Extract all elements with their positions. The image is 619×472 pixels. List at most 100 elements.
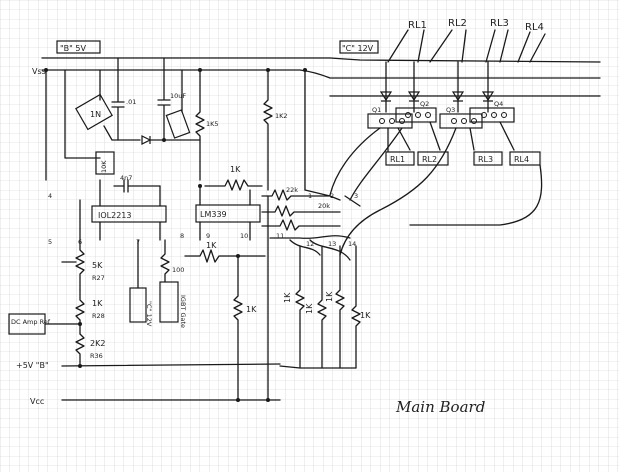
transistor-box-2 — [395, 107, 437, 123]
resistor-1k-bottom — [233, 255, 243, 401]
output-wire-3 — [339, 127, 457, 256]
ic-pin-5: 5 — [48, 238, 52, 246]
relay-header-label-1: RL1 — [390, 155, 405, 164]
resistor-100-label: 100 — [172, 266, 184, 274]
flyback-diodes — [379, 61, 495, 113]
pot-10k-box — [95, 151, 115, 175]
resistor-r36-value: 2K2 — [90, 339, 105, 348]
junction-dots — [44, 68, 307, 326]
ic-lm339-label: LM339 — [200, 210, 227, 219]
ic-pin-3: 3 — [354, 192, 358, 200]
rail-12v-label: "C" 12V — [342, 44, 374, 53]
ic-section: 10K 4n7 IOL2213 4 5 6 7 LM339 8 9 10 11 … — [8, 151, 371, 401]
box-12v-label: "C" 12V — [145, 301, 153, 327]
rail-vss — [41, 69, 601, 79]
relay-header-box-2 — [417, 151, 449, 166]
resistor-1k-c-label: 1K — [325, 291, 334, 302]
r28-label: R28 — [92, 312, 105, 320]
resistor-1k-c — [335, 245, 345, 369]
relay-header-label-4: RL4 — [514, 155, 529, 164]
cap-10uf-label: 10uF — [170, 92, 186, 100]
transistor-headers: Q1 Q2 Q3 Q4 — [367, 100, 515, 129]
rail-5v-bottom — [61, 363, 281, 367]
relay-coil-label-2: RL2 — [448, 18, 467, 29]
bottom-rails: +5V "B" Vcc — [16, 361, 281, 406]
ic-pin-14: 14 — [348, 240, 356, 248]
r36-label: R36 — [90, 352, 103, 360]
resistor-1k-mid-label: 1K — [206, 241, 217, 250]
output-wire-2 — [349, 127, 403, 201]
transistor-box-3 — [439, 113, 483, 129]
transistor-label-4: Q4 — [494, 100, 503, 108]
rail-5v-label: "B" 5V — [60, 44, 86, 53]
relay-header-box-3 — [473, 151, 503, 166]
resistor-1k5 — [195, 69, 205, 181]
ic-pin-9: 9 — [206, 232, 210, 240]
relay-coil-label-1: RL1 — [408, 20, 427, 31]
transistor-box-1 — [367, 113, 413, 129]
resistor-1k-a — [295, 245, 305, 369]
cap-01-label: .01 — [126, 98, 136, 106]
diode-block-label: 1N — [90, 110, 101, 119]
vss-drop — [64, 69, 101, 159]
relay-coil-label-3: RL3 — [490, 18, 509, 29]
ic-pin-4: 4 — [48, 192, 52, 200]
resistor-r36 — [75, 333, 85, 367]
supply-section: 1N .01 10uF 1K5 1K2 — [45, 57, 306, 191]
relay-section: RL1 RL2 RL3 RL4 Q1 Q2 Q3 Q4 — [329, 18, 546, 256]
ic-pin-12: 12 — [306, 240, 314, 248]
transistor-label-2: Q2 — [420, 100, 429, 108]
resistor-20k — [261, 205, 341, 217]
vss-label: Vss — [32, 67, 46, 76]
resistor-1k-top — [204, 179, 263, 191]
ic-lm339 — [195, 204, 261, 223]
relay-lead-2 — [429, 29, 467, 63]
regulator-block — [165, 109, 191, 139]
power-rails: "B" 5V "C" 12V Vss — [32, 40, 601, 97]
resistor-1k-d-label: 1K — [360, 311, 371, 320]
pot-5k-label: 5K — [92, 261, 103, 270]
r27-label: R27 — [92, 274, 105, 282]
resistor-1k-mid — [184, 249, 266, 263]
relay-header-box-4 — [509, 151, 541, 166]
transistor-box-4 — [469, 107, 515, 123]
page-title: Main Board — [395, 398, 485, 416]
resistor-1k-bottom-label: 1K — [246, 305, 257, 314]
vcc-label: Vcc — [30, 397, 44, 406]
resistor-1k-a-label: 1K — [283, 292, 292, 303]
rail-12v-label-box — [339, 40, 379, 54]
resistor-1k5-label: 1K5 — [206, 120, 219, 128]
relay-header-label-2: RL2 — [422, 155, 437, 164]
ic-iol2213-label: IOL2213 — [98, 211, 131, 220]
ic-pin-8: 8 — [180, 232, 184, 240]
resistor-r28-value: 1K — [92, 299, 103, 308]
igbt-gate-box — [159, 281, 179, 323]
resistor-20k-label: 20k — [318, 202, 330, 210]
resistor-22k-label: 22k — [286, 186, 298, 194]
resistor-22k — [261, 189, 331, 201]
output-wire-4 — [409, 164, 543, 226]
resistor-1k-top-label: 1K — [230, 165, 241, 174]
resistor-r28 — [75, 289, 85, 335]
ic-pin-10: 10 — [240, 232, 248, 240]
ic-pin-2: 2 — [330, 192, 334, 200]
relay-lead-3 — [485, 29, 509, 63]
resistor-1k-b — [317, 245, 327, 369]
rail-5v-bottom-label: +5V "B" — [16, 361, 49, 370]
rail-5v-top — [41, 57, 601, 63]
rail-5v-label-box — [56, 40, 101, 54]
pot-5k — [75, 199, 85, 291]
transistor-label-3: Q3 — [446, 106, 455, 114]
relay-lead-4 — [517, 31, 546, 63]
resistor-1k-d — [351, 245, 361, 369]
ic-pin-11: 11 — [276, 232, 284, 240]
relay-lead-1 — [387, 29, 425, 63]
resistor-1k2 — [263, 69, 273, 191]
ic-iol2213 — [91, 205, 167, 223]
resistor-1k2-label: 1K2 — [275, 112, 288, 120]
transistor-label-1: Q1 — [372, 106, 381, 114]
diode-block-1n — [75, 93, 113, 131]
relay-headers: RL1 RL2 RL3 RL4 — [385, 121, 541, 166]
